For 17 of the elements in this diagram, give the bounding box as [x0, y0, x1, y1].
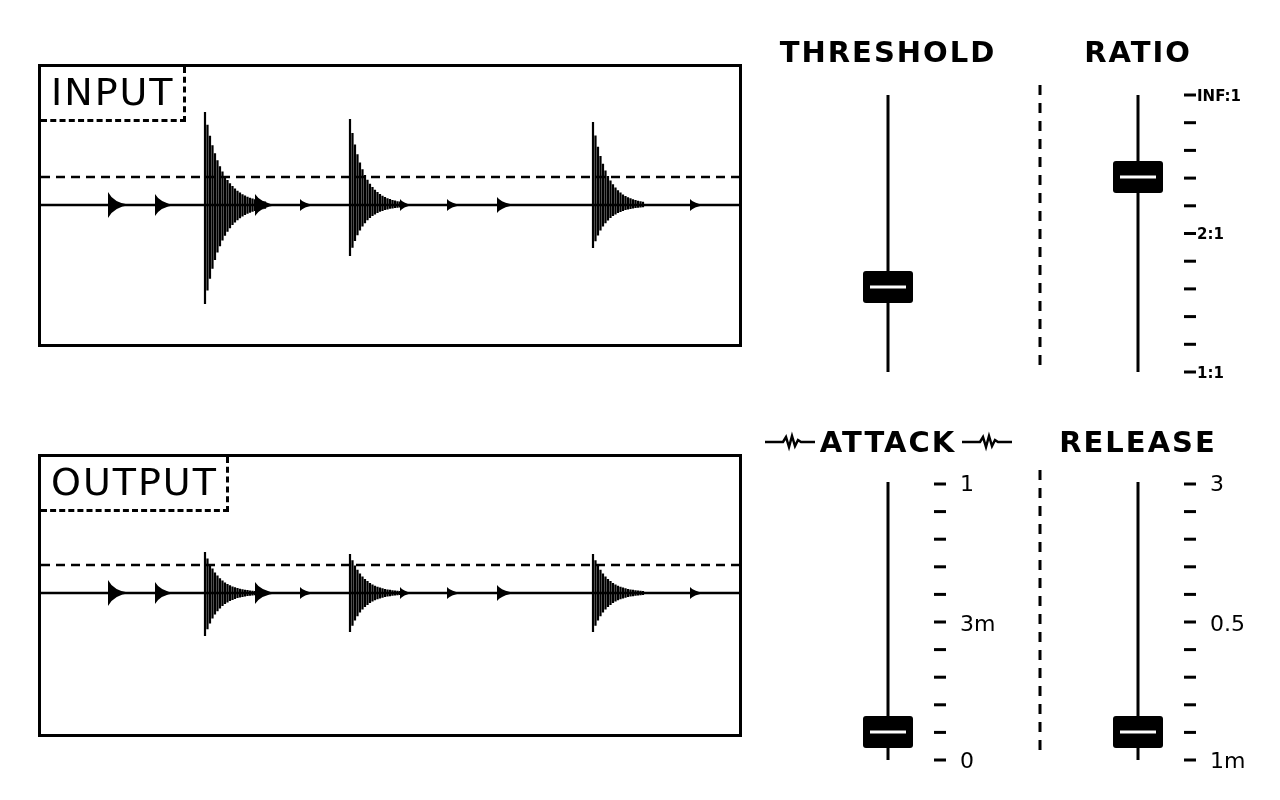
- slider-title: RELEASE: [1059, 427, 1217, 457]
- scale-value: INF:1: [1197, 88, 1241, 104]
- scale-value: 2:1: [1197, 226, 1224, 242]
- panel-heading: INPUT: [41, 67, 186, 122]
- slider-title: ATTACK: [819, 427, 957, 457]
- scale-value: 3m: [960, 613, 996, 635]
- scale-value: 1: [960, 473, 974, 495]
- slider-title: RATIO: [1084, 37, 1192, 67]
- slider-title: THRESHOLD: [779, 37, 997, 67]
- scale-value: 1:1: [1197, 365, 1224, 381]
- waveform-panel: [38, 64, 742, 347]
- panel-heading: OUTPUT: [41, 457, 229, 512]
- scale-value: 0.5: [1210, 613, 1245, 635]
- scale-value: 3: [1210, 473, 1224, 495]
- scale-value: 1m: [1210, 750, 1246, 772]
- scale-value: 0: [960, 750, 974, 772]
- waveform-panel: [38, 454, 742, 737]
